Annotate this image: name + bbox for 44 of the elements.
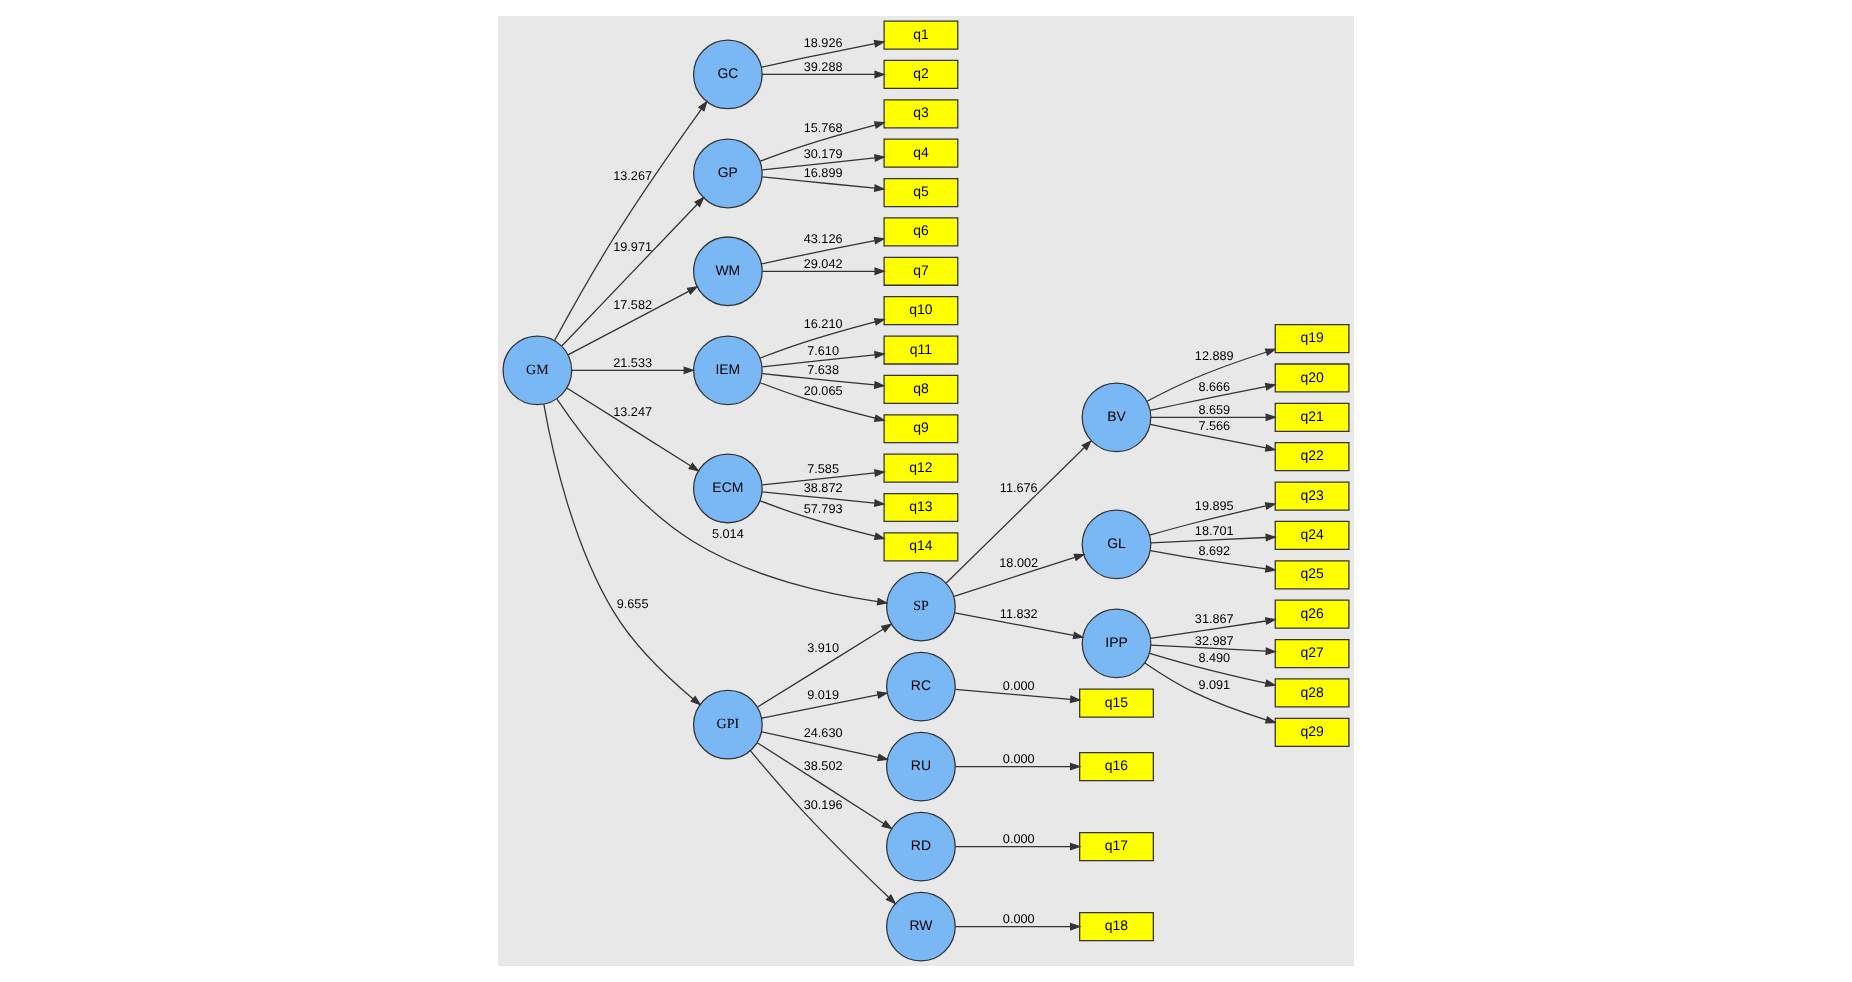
arrow (759, 121, 886, 162)
arrow (1149, 502, 1277, 536)
arrow (1149, 382, 1277, 411)
arrow (761, 267, 886, 276)
arrow (567, 286, 699, 356)
arrow (1149, 423, 1277, 452)
arrow (1150, 644, 1278, 656)
arrow (761, 176, 886, 193)
arrow (760, 39, 886, 68)
arrow (1149, 549, 1277, 573)
arrow (561, 196, 705, 347)
arrow (756, 742, 894, 830)
arrow (761, 70, 886, 79)
arrow (1150, 533, 1278, 544)
arrow (749, 750, 897, 905)
arrow (571, 366, 696, 375)
arrow (543, 403, 702, 706)
arrow (954, 922, 1082, 931)
arrow (954, 612, 1085, 640)
arrow (761, 154, 886, 171)
arrow (953, 553, 1086, 597)
arrow (761, 373, 886, 389)
arrow (954, 842, 1082, 851)
arrow (954, 688, 1082, 704)
arrow (761, 350, 886, 368)
arrow (556, 398, 889, 606)
arrow (945, 439, 1093, 584)
arrow (760, 731, 890, 762)
arrow (759, 318, 886, 359)
arrow (954, 762, 1082, 771)
arrow (1146, 348, 1277, 402)
arrow (760, 236, 886, 265)
arrow (1149, 652, 1277, 688)
arrow (1150, 413, 1278, 422)
arrow (759, 382, 886, 422)
arrow (759, 500, 886, 541)
arrow (566, 387, 700, 472)
arrow (553, 100, 708, 342)
arrow (757, 623, 893, 708)
arrow (1144, 662, 1277, 724)
arrow (761, 491, 886, 508)
arrow (1149, 617, 1277, 640)
arrow (761, 691, 889, 719)
arrow (761, 468, 886, 486)
